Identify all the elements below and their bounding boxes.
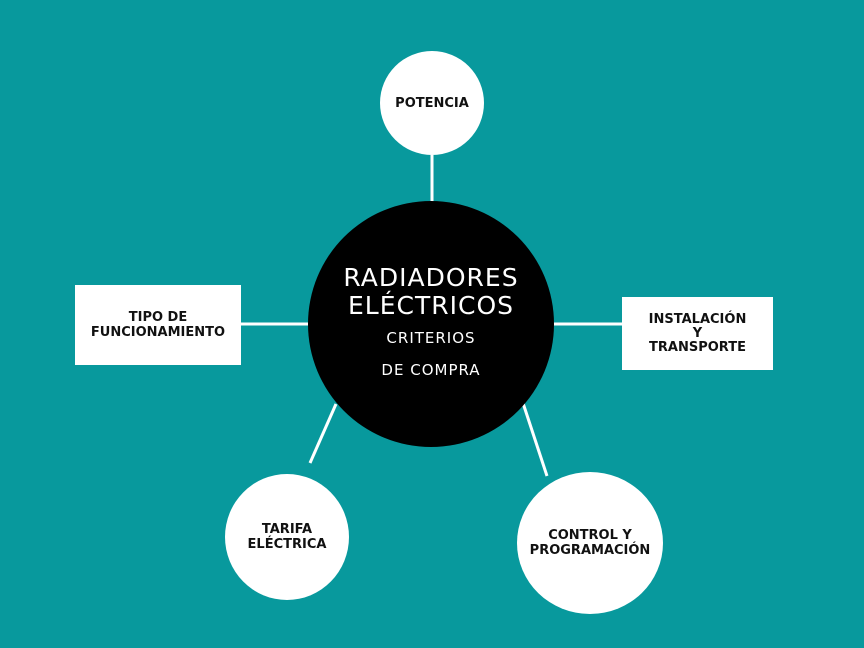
node-control-line1: CONTROL Y (548, 528, 632, 543)
node-instalacion-line1: INSTALACIÓN (648, 311, 747, 327)
connector-control (520, 399, 549, 477)
connector-tarifa (308, 403, 338, 464)
center-subtitle-line2: DE COMPRA (381, 361, 481, 379)
node-control-line2: PROGRAMACIÓN (529, 543, 651, 558)
node-instalacion-line3: TRANSPORTE (649, 339, 746, 355)
node-instalacion-line2: Y (692, 325, 703, 341)
node-instalacion-transporte: INSTALACIÓN Y TRANSPORTE (622, 297, 773, 370)
node-potencia: POTENCIA (380, 51, 484, 155)
center-title-line2: ELÉCTRICOS (348, 291, 514, 320)
central-node: RADIADORES ELÉCTRICOS CRITERIOS DE COMPR… (308, 201, 554, 447)
center-title-line1: RADIADORES (343, 263, 519, 292)
center-subtitle-line1: CRITERIOS (386, 329, 476, 347)
node-tipo-line2: FUNCIONAMIENTO (90, 325, 226, 340)
node-control-programacion: CONTROL Y PROGRAMACIÓN (517, 472, 663, 614)
node-potencia-label: POTENCIA (395, 95, 469, 111)
node-tipo-line1: TIPO DE (128, 310, 188, 325)
node-tarifa-line1: TARIFA (261, 522, 313, 537)
node-tarifa-line2: ELÉCTRICA (247, 537, 327, 552)
node-tipo-funcionamiento: TIPO DE FUNCIONAMIENTO (75, 285, 241, 365)
node-tarifa-electrica: TARIFA ELÉCTRICA (225, 474, 349, 600)
